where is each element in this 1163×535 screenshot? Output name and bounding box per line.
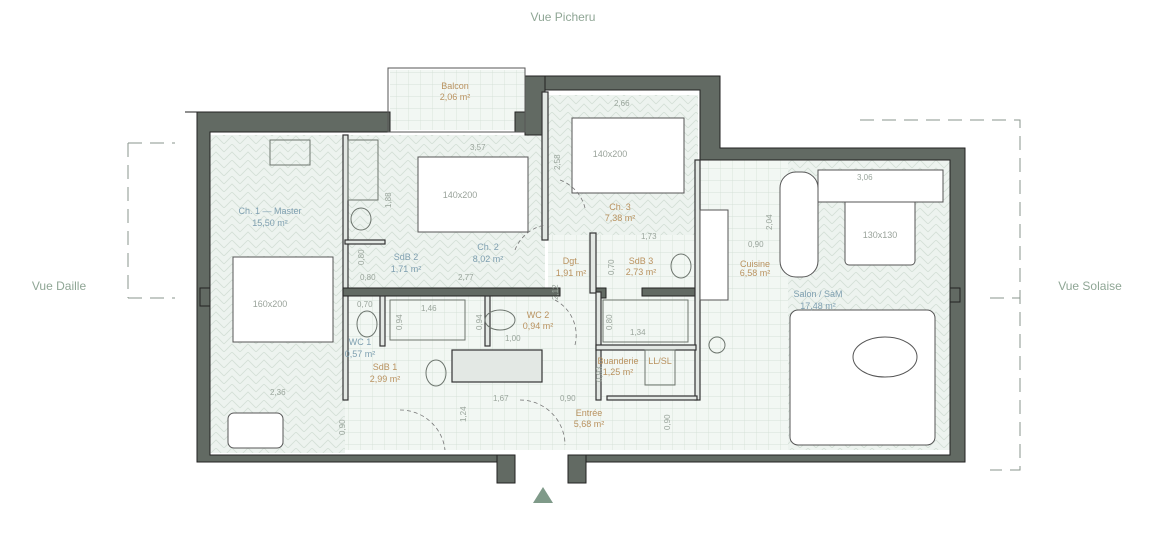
dimension-labels: 3,57 2,66 2,58 3,06 1,73 2,04 0,90 2,77 … (270, 99, 873, 435)
dimension: 0,94 (395, 314, 404, 330)
door-swings (399, 179, 586, 451)
appliance-label: LL/SL (648, 356, 672, 366)
room-name-sdb3: SdB 3 (629, 256, 654, 266)
room-labels: Balcon 2,06 m² Ch. 1 — Master 15,50 m² 1… (238, 81, 897, 429)
dimension: 2,04 (765, 214, 774, 230)
room-area-buanderie: 1,25 m² (603, 367, 634, 377)
room-name-wc1: WC 1 (349, 337, 372, 347)
sofa-salon (789, 309, 936, 446)
room-name-sdb1: SdB 1 (373, 362, 398, 372)
room-name-cuisine: Cuisine (740, 259, 770, 269)
view-label-right: Vue Solaise (1058, 279, 1122, 293)
bed-ch3 (571, 117, 685, 194)
bed-size-ch1: 160x200 (253, 299, 288, 309)
dimension: 0,90 (560, 394, 576, 403)
dimension: 1,00 (505, 334, 521, 343)
dimension: 1,67 (493, 394, 509, 403)
dimension: 1,46 (421, 304, 437, 313)
room-name-sdb2: SdB 2 (394, 252, 419, 262)
room-area-dgt: 1,91 m² (556, 268, 587, 278)
room-name-ch1: Ch. 1 — Master (238, 206, 301, 216)
bench (817, 169, 944, 203)
room-area-balcon: 2,06 m² (440, 92, 471, 102)
entrance-arrow-icon (533, 487, 553, 503)
view-label-top: Vue Picheru (531, 10, 596, 24)
dimension: 2,58 (553, 154, 562, 170)
room-name-ch3: Ch. 3 (609, 202, 631, 212)
room-name-salon: Salon / SàM (793, 289, 842, 299)
room-area-wc1: 0,57 m² (345, 349, 376, 359)
room-area-ch1: 15,50 m² (252, 218, 288, 228)
room-name-wc2: WC 2 (527, 310, 550, 320)
armchair (227, 412, 284, 449)
dimension: 0,94 (475, 314, 484, 330)
room-area-sdb2: 1,71 m² (391, 264, 422, 274)
room-name-balcon: Balcon (441, 81, 469, 91)
dimension: 0,70 (607, 259, 616, 275)
view-label-left: Vue Daille (32, 279, 87, 293)
dimension: 1,73 (641, 232, 657, 241)
dimension: 0,80 (360, 273, 376, 282)
room-area-sdb3: 2,73 m² (626, 267, 657, 277)
dimension: 0,90 (338, 419, 347, 435)
dimension: 0,93 (595, 366, 604, 382)
view-indicators: Vue Picheru Vue Daille Vue Solaise (32, 10, 1122, 471)
dimension: 2,12 (551, 284, 560, 300)
dimension: 3,57 (470, 143, 486, 152)
dimension: 2,77 (458, 273, 474, 282)
furniture (227, 117, 944, 449)
dimension: 0,90 (663, 414, 672, 430)
dimension: 0,70 (357, 300, 373, 309)
room-area-salon: 17,48 m² (800, 301, 836, 311)
dimension: 0,80 (605, 314, 614, 330)
room-name-dgt: Dgt. (563, 256, 580, 266)
coffee-table (852, 336, 918, 378)
bed-ch1 (232, 256, 334, 343)
room-name-buanderie: Buanderie (597, 356, 638, 366)
kitchen-counter (699, 209, 729, 301)
room-area-ch2: 8,02 m² (473, 254, 504, 264)
room-area-entree: 5,68 m² (574, 419, 605, 429)
interior-walls (342, 91, 701, 401)
room-name-entree: Entrée (576, 408, 603, 418)
dimension: 0,90 (748, 240, 764, 249)
room-name-ch2: Ch. 2 (477, 242, 499, 252)
room-area-sdb1: 2,99 m² (370, 374, 401, 384)
room-area-wc2: 0,94 m² (523, 321, 554, 331)
room-area-cuisine: 6,58 m² (740, 268, 771, 278)
room-area-ch3: 7,38 m² (605, 213, 636, 223)
dimension: 0,80 (357, 249, 366, 265)
dimension: 2,36 (270, 388, 286, 397)
exterior-walls (185, 67, 966, 484)
dimension: 1,88 (384, 192, 393, 208)
dimension: 2,66 (614, 99, 630, 108)
dimension: 3,06 (857, 173, 873, 182)
table-size: 130x130 (863, 230, 898, 240)
dimension: 1,34 (630, 328, 646, 337)
bed-ch2 (417, 156, 529, 233)
sofa-cuisine (779, 171, 819, 278)
bed-size-ch3: 140x200 (593, 149, 628, 159)
bed-size-ch2: 140x200 (443, 190, 478, 200)
dimension: 1,24 (459, 406, 468, 422)
